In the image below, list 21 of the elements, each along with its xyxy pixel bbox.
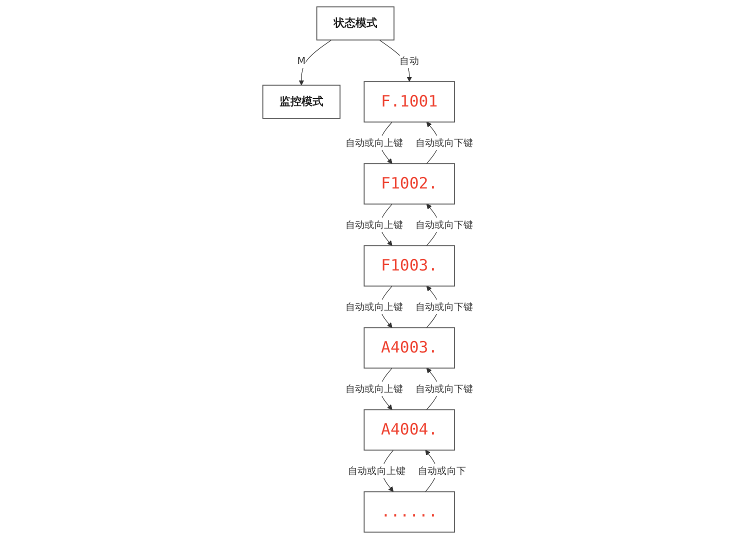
- edge-label: M: [298, 54, 306, 66]
- node-box: 监控模式: [262, 84, 341, 119]
- edge-label: 自动或向下键: [416, 218, 474, 230]
- edge-label: 自动或向上键: [346, 218, 404, 230]
- arrow: [299, 40, 332, 86]
- edge-label: 自动或向上键: [346, 300, 404, 312]
- edge-label: 自动或向下键: [416, 136, 474, 148]
- edge-label: 自动或向下: [418, 464, 466, 476]
- node-box: F1002.: [364, 163, 456, 204]
- node-box: ......: [364, 491, 456, 533]
- edge-label: 自动或向上键: [346, 382, 404, 394]
- node-box: A4003.: [364, 327, 456, 369]
- edge-label: 自动或向上键: [346, 136, 404, 148]
- edge-label: 自动: [400, 54, 420, 66]
- edge-label: 自动或向下键: [416, 382, 474, 394]
- node-box: 状态模式: [316, 6, 395, 40]
- edge-label: 自动或向下键: [416, 300, 474, 312]
- node-box: F1003.: [364, 245, 456, 287]
- edge-label: 自动或向上键: [348, 464, 406, 476]
- node-box: F.1001: [364, 81, 456, 122]
- node-box: A4004.: [364, 409, 456, 451]
